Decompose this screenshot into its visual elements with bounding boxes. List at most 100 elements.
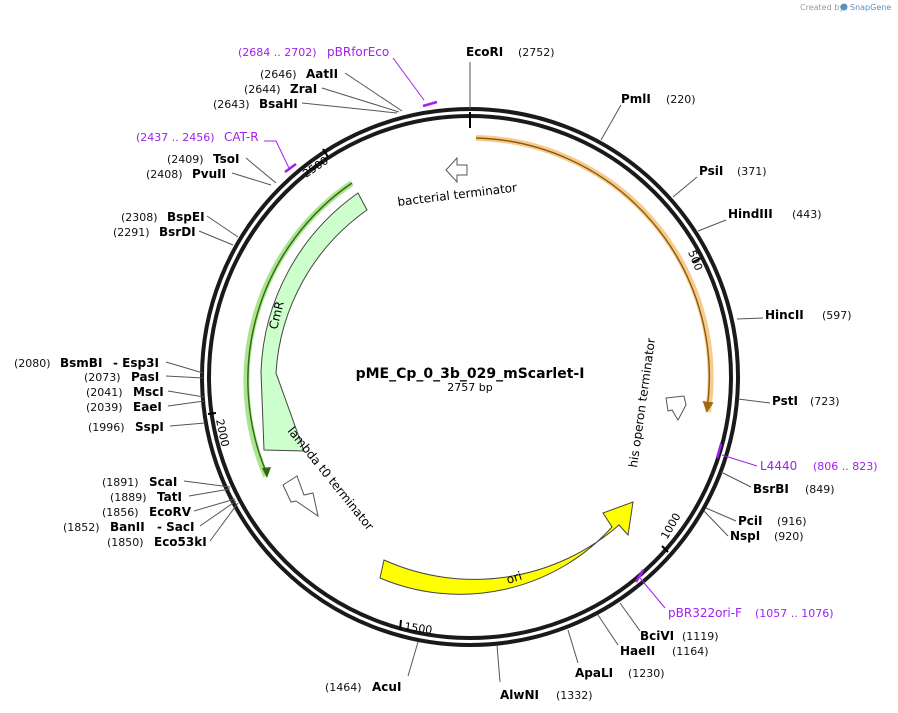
tick-1500: 1500 bbox=[399, 619, 433, 637]
site-hincii[interactable]: HincII (597) bbox=[736, 308, 852, 322]
svg-text:(1057 .. 1076): (1057 .. 1076) bbox=[755, 607, 834, 620]
svg-text:AlwNI: AlwNI bbox=[500, 688, 539, 702]
snapgene-logo-icon bbox=[840, 3, 848, 11]
site-hindiii[interactable]: HindIII (443) bbox=[697, 207, 822, 232]
svg-text:BspEI: BspEI bbox=[167, 210, 205, 224]
svg-text:BciVI: BciVI bbox=[640, 629, 674, 643]
svg-text:(2644): (2644) bbox=[244, 83, 281, 96]
svg-text:(806 .. 823): (806 .. 823) bbox=[813, 460, 878, 473]
tick-2000: 2000 bbox=[207, 412, 232, 448]
svg-text:(920): (920) bbox=[774, 530, 804, 543]
site-msci[interactable]: (2041) MscI bbox=[86, 385, 205, 399]
svg-text:BsrDI: BsrDI bbox=[159, 225, 196, 239]
snapgene-credit: Created by SnapGene bbox=[800, 3, 891, 12]
site-pcii[interactable]: PciI (916) bbox=[705, 507, 807, 528]
site-pvuii[interactable]: (2408) PvuII bbox=[146, 167, 272, 186]
feature-arc bbox=[475, 137, 714, 413]
svg-text:TatI: TatI bbox=[157, 490, 182, 504]
site-zrai[interactable]: (2644) ZraI bbox=[244, 82, 400, 113]
svg-text:(1230): (1230) bbox=[628, 667, 665, 680]
svg-text:(597): (597) bbox=[822, 309, 852, 322]
site-acui[interactable]: (1464) AcuI bbox=[325, 641, 419, 694]
svg-text:(2039): (2039) bbox=[86, 401, 123, 414]
site-bcivi[interactable]: BciVI (1119) bbox=[619, 602, 719, 643]
svg-text:- Esp3I: - Esp3I bbox=[113, 356, 159, 370]
cmr-feature bbox=[260, 192, 368, 452]
svg-text:ZraI: ZraI bbox=[290, 82, 317, 96]
svg-text:(1891): (1891) bbox=[102, 476, 139, 489]
svg-text:ScaI: ScaI bbox=[149, 475, 177, 489]
svg-text:PsiI: PsiI bbox=[699, 164, 723, 178]
site-sspi[interactable]: (1996) SspI bbox=[88, 420, 206, 434]
tick-label: 1000 bbox=[658, 511, 683, 542]
bacterial-terminator-icon bbox=[445, 156, 468, 184]
primer-cat-r[interactable]: (2437 .. 2456) CAT-R bbox=[136, 130, 297, 174]
primer-pbr322ori-f[interactable]: pBR322ori-F (1057 .. 1076) bbox=[634, 569, 834, 620]
site-aatii[interactable]: (2646) AatII bbox=[260, 67, 403, 112]
svg-text:EcoRV: EcoRV bbox=[149, 505, 192, 519]
svg-text:(1332): (1332) bbox=[556, 689, 593, 702]
svg-text:BsaHI: BsaHI bbox=[259, 97, 298, 111]
svg-text:pBR322ori-F: pBR322ori-F bbox=[668, 606, 742, 620]
svg-text:(2752): (2752) bbox=[518, 46, 555, 59]
site-nspi[interactable]: NspI (920) bbox=[703, 510, 804, 543]
svg-text:BsrBI: BsrBI bbox=[753, 482, 789, 496]
site-psii[interactable]: PsiI (371) bbox=[672, 164, 767, 198]
svg-text:(849): (849) bbox=[805, 483, 835, 496]
site-eaei[interactable]: (2039) EaeI bbox=[86, 400, 205, 414]
site-pasi[interactable]: (2073) PasI bbox=[84, 370, 204, 384]
svg-text:NspI: NspI bbox=[730, 529, 760, 543]
svg-text:(1852): (1852) bbox=[63, 521, 100, 534]
svg-text:HaeII: HaeII bbox=[620, 644, 655, 658]
svg-text:EaeI: EaeI bbox=[133, 400, 162, 414]
primer-l4440[interactable]: L4440 (806 .. 823) bbox=[715, 443, 878, 473]
svg-text:L4440: L4440 bbox=[760, 459, 797, 473]
site-bsrdi[interactable]: (2291) BsrDI bbox=[113, 225, 234, 246]
site-scai[interactable]: (1891) ScaI bbox=[102, 475, 231, 489]
site-bsmbi[interactable]: (2080) BsmBI - Esp3I bbox=[14, 356, 204, 374]
svg-text:pBRforEco: pBRforEco bbox=[327, 45, 389, 59]
svg-text:(2041): (2041) bbox=[86, 386, 123, 399]
svg-text:PasI: PasI bbox=[131, 370, 159, 384]
svg-text:(1119): (1119) bbox=[682, 630, 719, 643]
ori-label: ori bbox=[505, 569, 524, 587]
cmr-halo-line bbox=[247, 182, 353, 475]
site-haeii[interactable]: HaeII (1164) bbox=[597, 614, 709, 658]
svg-text:(2684 .. 2702): (2684 .. 2702) bbox=[238, 46, 317, 59]
cmr-halo-arrowhead bbox=[262, 467, 271, 478]
site-tati[interactable]: (1889) TatI bbox=[110, 488, 231, 504]
svg-text:BanII: BanII bbox=[110, 520, 145, 534]
site-apali[interactable]: ApaLI (1230) bbox=[567, 629, 665, 680]
plasmid-size: 2757 bp bbox=[447, 381, 492, 394]
site-banii[interactable]: (1852) BanII - SacI bbox=[63, 500, 237, 534]
svg-text:BsmBI: BsmBI bbox=[60, 356, 102, 370]
site-eco53ki[interactable]: (1850) Eco53kI bbox=[107, 502, 239, 549]
site-ecori[interactable]: EcoRI (2752) bbox=[466, 45, 555, 109]
site-bsahi[interactable]: (2643) BsaHI bbox=[213, 97, 398, 114]
site-alwni[interactable]: AlwNI (1332) bbox=[496, 644, 593, 702]
svg-text:(916): (916) bbox=[777, 515, 807, 528]
svg-text:PstI: PstI bbox=[772, 394, 798, 408]
site-bsrbi[interactable]: BsrBI (849) bbox=[720, 471, 835, 496]
ori-feature bbox=[379, 501, 634, 595]
primer-pbrforeco[interactable]: (2684 .. 2702) pBRforEco bbox=[238, 45, 438, 108]
site-ecorv[interactable]: (1856) EcoRV bbox=[102, 498, 236, 519]
svg-text:PciI: PciI bbox=[738, 514, 763, 528]
site-bspei[interactable]: (2308) BspEI bbox=[121, 210, 239, 238]
site-tsoi[interactable]: (2409) TsoI bbox=[167, 152, 277, 184]
site-pmli[interactable]: PmlI (220) bbox=[600, 92, 696, 141]
plasmid-title: pME_Cp_0_3b_029_mScarlet-I bbox=[356, 366, 585, 382]
his-operon-terminator-icon bbox=[665, 395, 687, 422]
svg-text:PvuII: PvuII bbox=[192, 167, 226, 181]
svg-text:Eco53kI: Eco53kI bbox=[154, 535, 207, 549]
svg-text:- SacI: - SacI bbox=[157, 520, 194, 534]
site-psti[interactable]: PstI (723) bbox=[737, 394, 840, 408]
svg-text:(2408): (2408) bbox=[146, 168, 183, 181]
tick-label: 2000 bbox=[213, 418, 232, 448]
svg-text:MscI: MscI bbox=[133, 385, 164, 399]
svg-text:(2073): (2073) bbox=[84, 371, 121, 384]
svg-text:(1850): (1850) bbox=[107, 536, 144, 549]
svg-text:(371): (371) bbox=[737, 165, 767, 178]
credit-prefix: Created by bbox=[800, 3, 844, 12]
